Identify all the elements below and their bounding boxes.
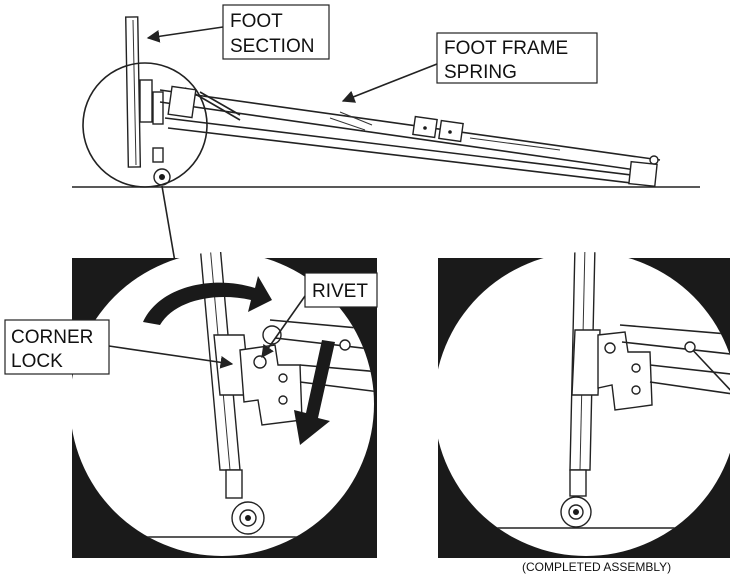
foot-section-post	[125, 16, 164, 168]
right-corner-lock-bracket	[597, 331, 653, 411]
left-caster-icon	[225, 469, 265, 535]
rivet-callout: RIVET	[261, 272, 378, 359]
rivet-label: RIVET	[312, 281, 368, 302]
corner-lock-bracket	[239, 325, 303, 426]
detail-panel-left: RIVET CORNER LOCK	[4, 252, 378, 558]
foot-frame-spring	[159, 85, 661, 188]
right-frame-rails	[619, 324, 730, 396]
foot-section-label-line2: SECTION	[230, 36, 314, 57]
overview-section: FOOT SECTION FOOT FRAME SPRING	[72, 4, 700, 263]
right-foot-post	[569, 252, 601, 471]
down-arrow-icon	[294, 340, 335, 445]
foot-frame-spring-callout: FOOT FRAME SPRING	[341, 32, 598, 103]
corner-lock-label-line1: CORNER	[11, 327, 93, 348]
completed-assembly-caption: (COMPLETED ASSEMBLY)	[522, 560, 671, 574]
magnifier-circle	[82, 62, 208, 188]
right-caster-icon	[560, 469, 592, 528]
foot-section-callout: FOOT SECTION	[146, 4, 330, 60]
rotate-arrow-icon	[143, 276, 272, 325]
detail-panel-right: (COMPLETED ASSEMBLY)	[434, 252, 730, 574]
corner-lock-callout: CORNER LOCK	[4, 319, 234, 375]
foot-frame-label-line1: FOOT FRAME	[444, 38, 568, 59]
magnifier-leader	[161, 185, 176, 263]
foot-section-label-line1: FOOT	[230, 11, 283, 32]
corner-lock-label-line2: LOCK	[11, 351, 63, 372]
foot-frame-label-line2: SPRING	[444, 62, 517, 83]
overview-caster-icon	[152, 147, 171, 186]
